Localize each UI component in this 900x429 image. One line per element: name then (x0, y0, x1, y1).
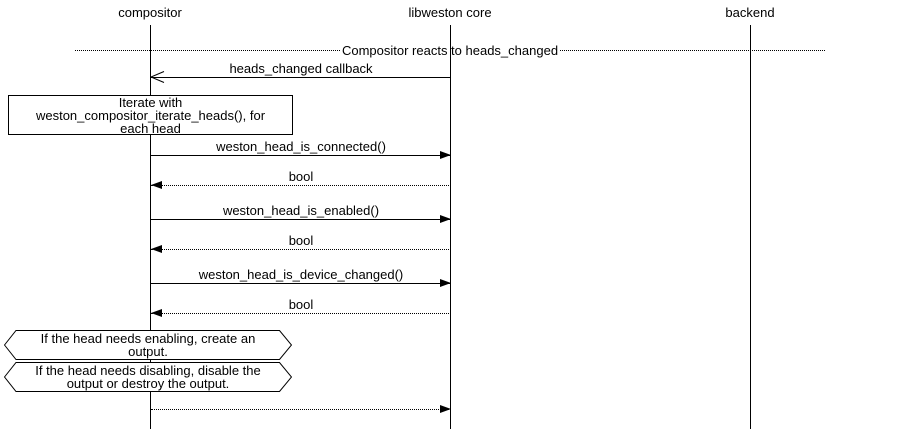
message-label-bool-3: bool (288, 297, 314, 312)
condition-enable-line-1: If the head needs enabling, create an (40, 331, 256, 346)
message-line-bool-2 (151, 249, 451, 250)
condition-disable-line-1: If the head needs disabling, disable the (35, 363, 261, 378)
note-iterate-heads: Iterate with weston_compositor_iterate_h… (8, 95, 293, 135)
lifeline-libweston-core (450, 25, 451, 429)
message-label-bool-2: bool (288, 233, 314, 248)
note-iterate-line-3: each head (120, 121, 181, 136)
actor-label-libweston-core: libweston core (408, 5, 492, 20)
hexagon-shape (4, 362, 292, 392)
lifeline-compositor (150, 25, 151, 429)
note-iterate-line-1: Iterate with (118, 95, 183, 110)
message-label-heads-changed-callback: heads_changed callback (229, 61, 373, 76)
condition-enable-line-2: output. (128, 344, 168, 359)
message-line-final-return (151, 409, 451, 410)
filled-arrowhead-right-icon (440, 151, 451, 159)
message-label-is-enabled: weston_head_is_enabled() (222, 203, 380, 218)
message-label-bool-1: bool (288, 169, 314, 184)
filled-arrowhead-left-icon (151, 309, 162, 317)
message-line-bool-3 (151, 313, 451, 314)
lifeline-backend (750, 25, 751, 429)
note-iterate-line-2: weston_compositor_iterate_heads(), for (35, 108, 266, 123)
message-line-is-connected (151, 155, 451, 156)
actor-label-compositor: compositor (118, 5, 182, 20)
filled-arrowhead-right-icon (440, 279, 451, 287)
message-label-is-connected: weston_head_is_connected() (216, 139, 386, 154)
open-arrowhead-icon (150, 71, 165, 83)
condition-disable-line-2: output or destroy the output. (66, 376, 230, 391)
message-line-heads-changed-callback (151, 77, 451, 78)
filled-arrowhead-right-icon (440, 215, 451, 223)
message-label-is-device-changed: weston_head_is_device_changed() (198, 267, 404, 282)
filled-arrowhead-left-icon (151, 181, 162, 189)
message-line-is-enabled (151, 219, 451, 220)
condition-note-disable: If the head needs disabling, disable the… (4, 362, 292, 392)
message-line-is-device-changed (151, 283, 451, 284)
divider-compositor-reacts: Compositor reacts to heads_changed (75, 42, 826, 58)
divider-line-right (560, 49, 826, 51)
message-line-bool-1 (151, 185, 451, 186)
filled-arrowhead-left-icon (151, 245, 162, 253)
actor-label-backend: backend (725, 5, 775, 20)
divider-label: Compositor reacts to heads_changed (341, 42, 559, 58)
condition-note-enable: If the head needs enabling, create an ou… (4, 330, 292, 360)
filled-arrowhead-right-icon (440, 405, 451, 413)
hexagon-shape (4, 330, 292, 360)
divider-line-left (75, 49, 340, 51)
